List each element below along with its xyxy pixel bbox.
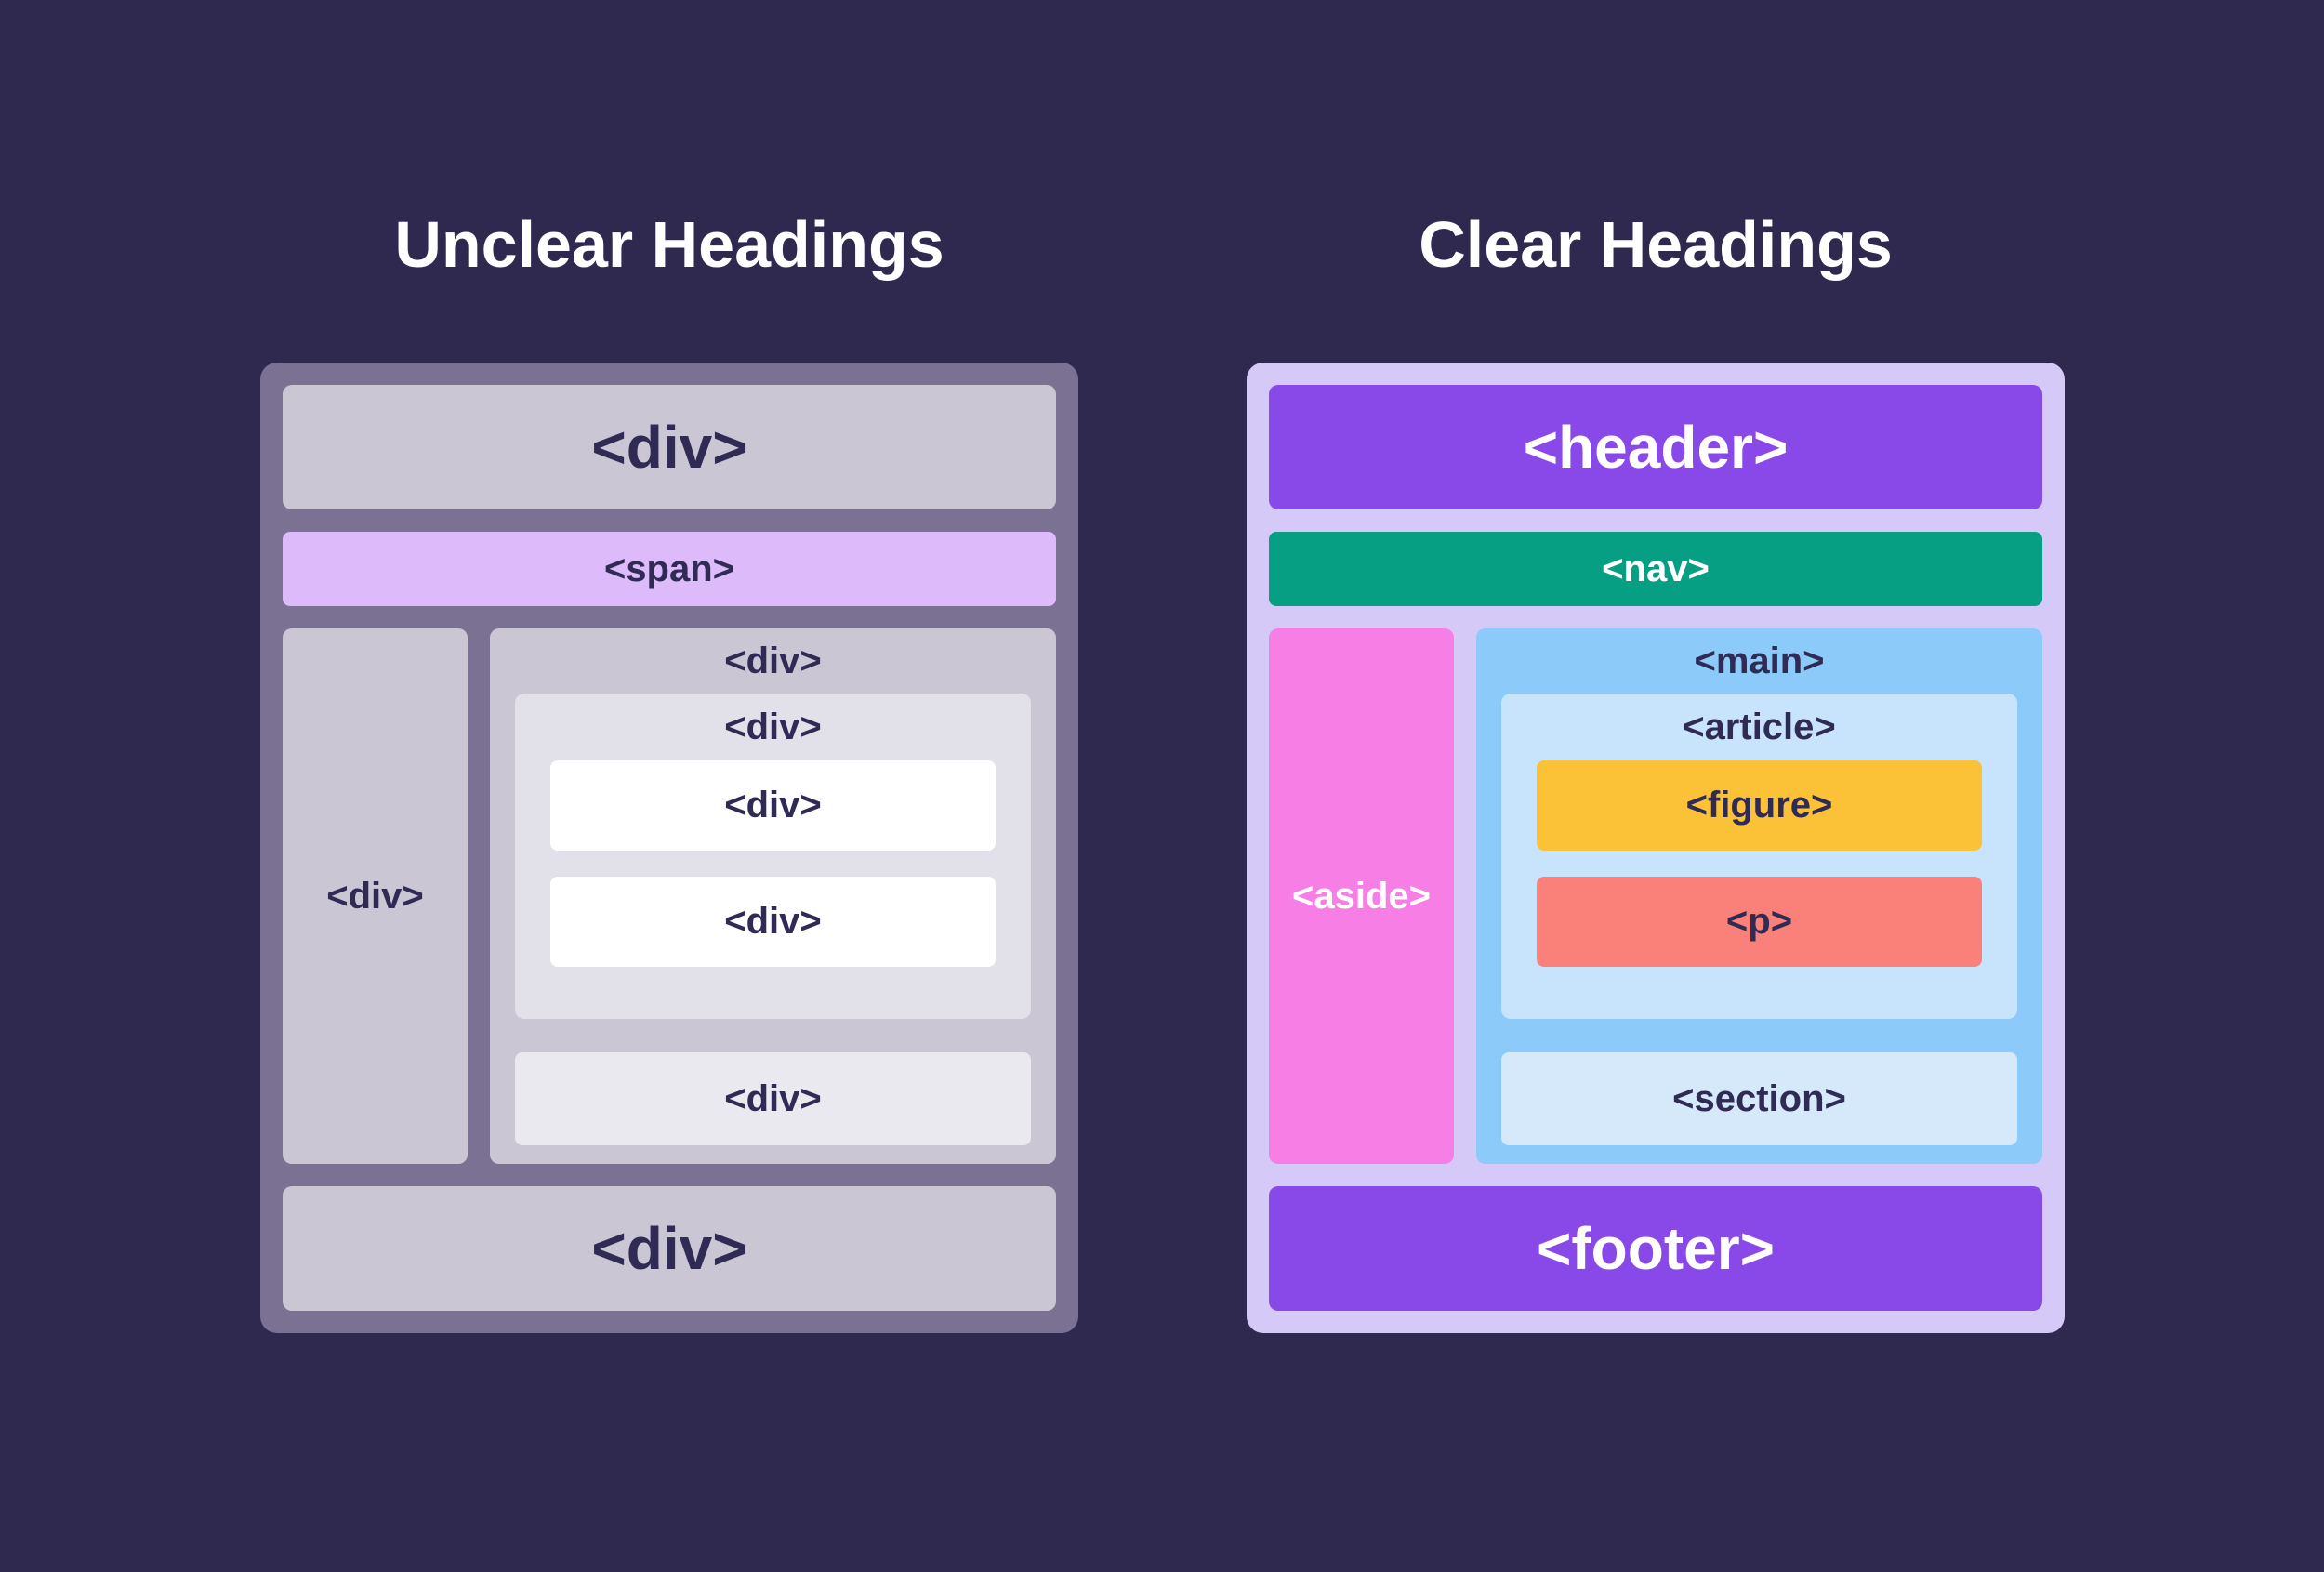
figure-box: <figure> xyxy=(1537,760,1982,851)
clear-headings-title: Clear Headings xyxy=(1419,208,1893,281)
unclear-diagram-container: <div> <span> <div> <div> <div> <div> <di… xyxy=(260,363,1078,1333)
main-box: <main> <article> <figure> <p> <section> xyxy=(1476,628,2042,1164)
unclear-middle-row: <div> <div> <div> <div> <div> <div> xyxy=(283,628,1056,1164)
unclear-nested-div-label: <div> xyxy=(724,706,822,747)
footer-box: <footer> xyxy=(1269,1186,2042,1311)
unclear-top-div-box: <div> xyxy=(283,385,1056,509)
unclear-content-div-label: <div> xyxy=(724,640,822,681)
section-box: <section> xyxy=(1501,1052,2017,1145)
main-label: <main> xyxy=(1694,640,1825,681)
p-box: <p> xyxy=(1537,877,1982,967)
article-label: <article> xyxy=(1683,706,1836,747)
unclear-leaf-div-box-2: <div> xyxy=(550,877,996,967)
unclear-bottom-div-box: <div> xyxy=(283,1186,1056,1311)
header-box: <header> xyxy=(1269,385,2042,509)
unclear-span-box: <span> xyxy=(283,532,1056,606)
article-box: <article> <figure> <p> xyxy=(1501,694,2017,1019)
unclear-leaf-div-box-1: <div> xyxy=(550,760,996,851)
aside-box: <aside> xyxy=(1269,628,1454,1164)
unclear-section-div-box: <div> xyxy=(515,1052,1031,1145)
unclear-content-div-box: <div> <div> <div> <div> <div> xyxy=(490,628,1056,1164)
unclear-nested-div-box: <div> <div> <div> xyxy=(515,694,1031,1019)
clear-diagram-container: <header> <nav> <aside> <main> <article> … xyxy=(1247,363,2065,1333)
unclear-headings-title: Unclear Headings xyxy=(394,208,944,281)
clear-middle-row: <aside> <main> <article> <figure> <p> <s… xyxy=(1269,628,2042,1164)
unclear-sidebar-div-box: <div> xyxy=(283,628,468,1164)
nav-box: <nav> xyxy=(1269,532,2042,606)
